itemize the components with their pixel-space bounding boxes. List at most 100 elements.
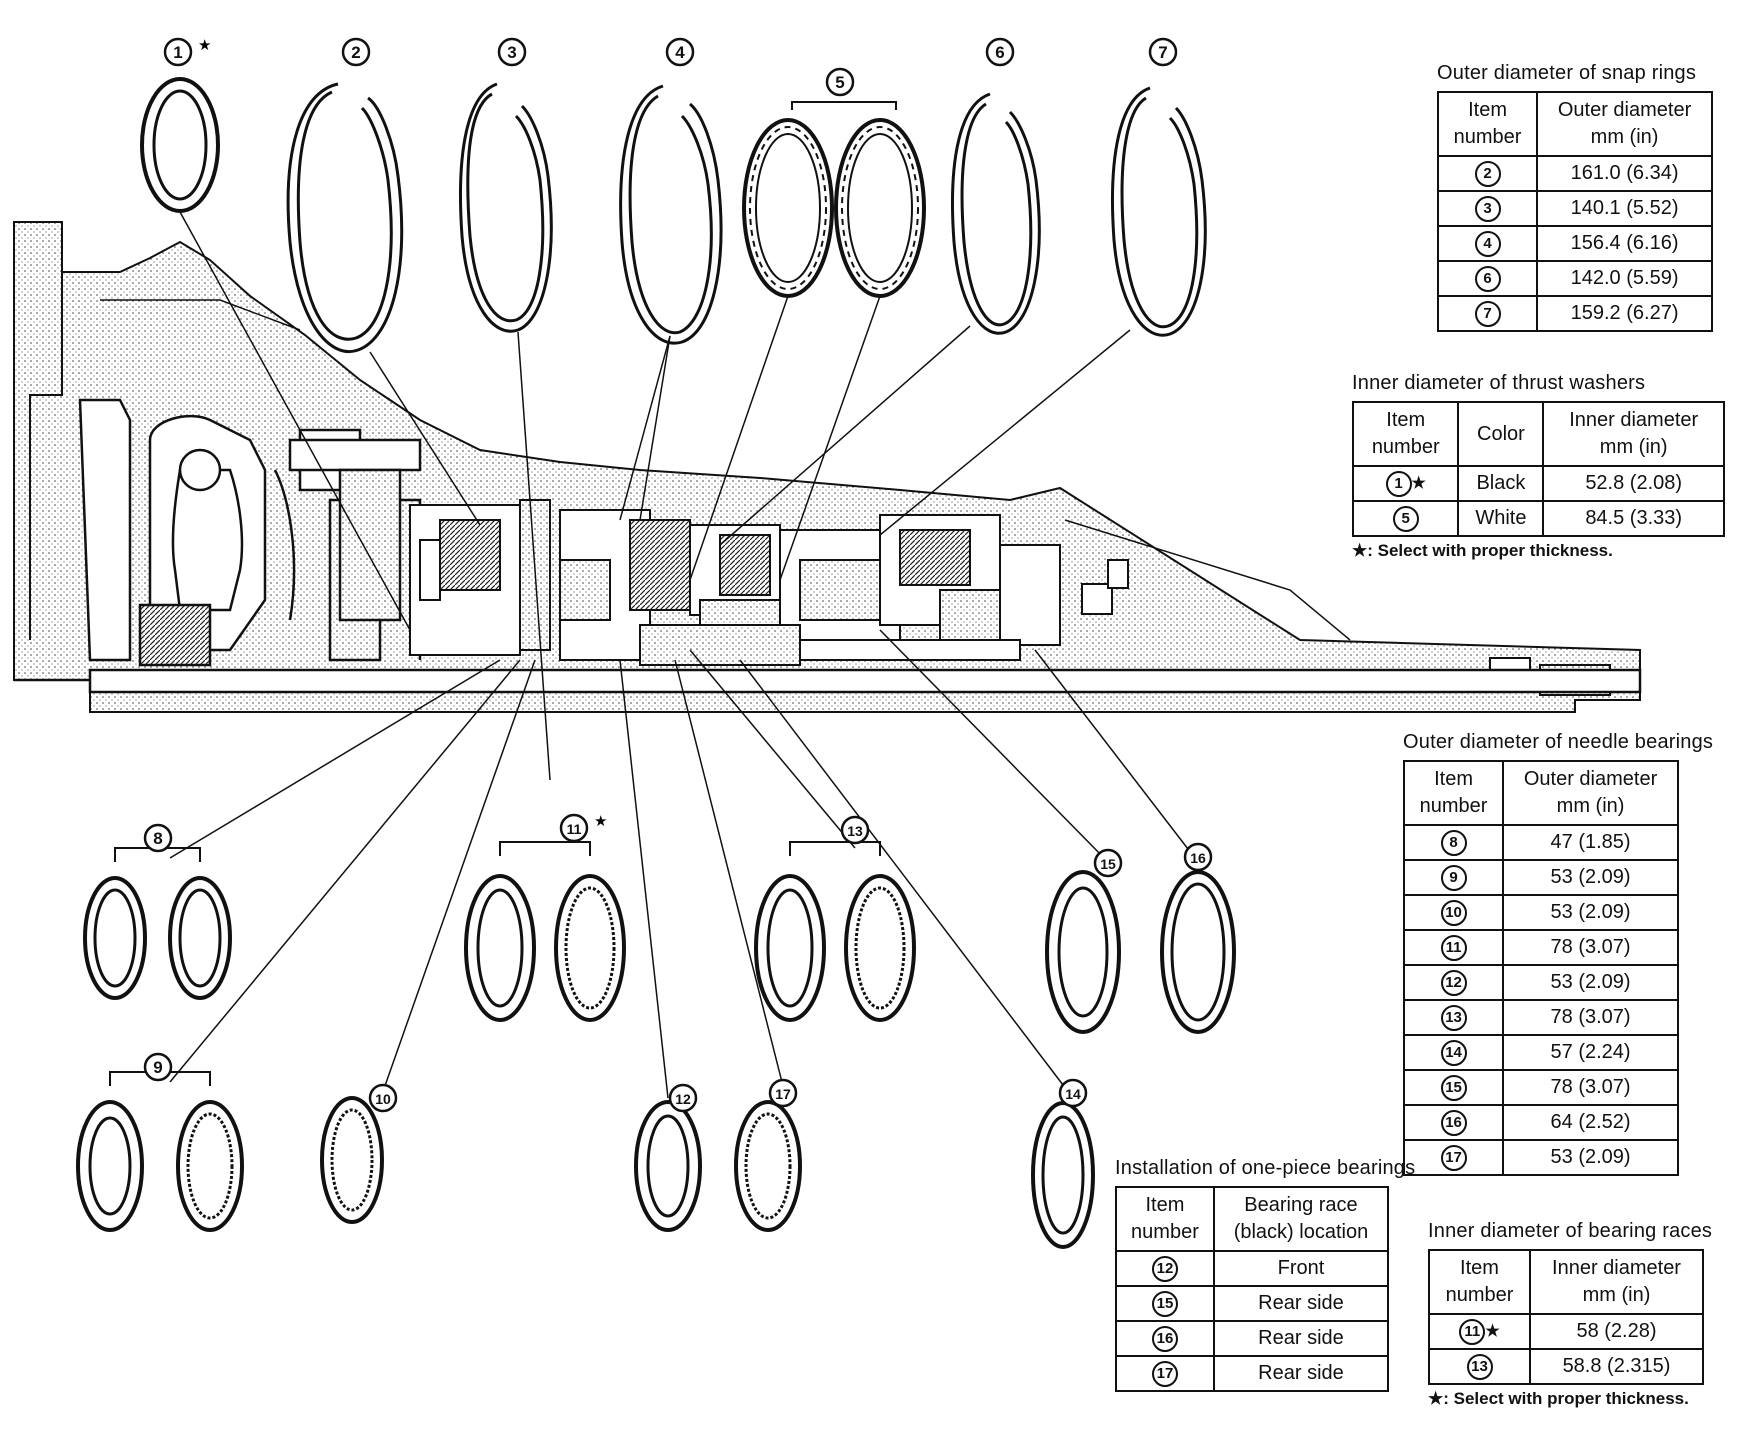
value-cell: 53 (2.09) — [1502, 894, 1679, 931]
bearing-9-race — [76, 1100, 144, 1232]
item-cell: 16 — [1115, 1320, 1215, 1357]
callout-2: 2 — [341, 37, 371, 67]
table-row: 11★58 (2.28) — [1428, 1313, 1704, 1350]
callout-star: ★ — [198, 36, 211, 54]
item-cell: 17 — [1115, 1355, 1215, 1392]
callout-circle — [668, 1083, 698, 1113]
callout-4: 4 — [665, 37, 695, 67]
item-cell: 3 — [1436, 190, 1539, 227]
leader-lines — [169, 211, 1199, 1101]
callout-circle — [665, 37, 695, 67]
column-header: Bearing race(black) location — [1212, 1186, 1390, 1252]
item-number-3: 3 — [1474, 195, 1501, 222]
clutch-packs — [409, 499, 1061, 666]
callout-number: 6 — [995, 43, 1004, 62]
bearing-8 — [168, 876, 232, 1000]
callout-number: 11 — [567, 821, 582, 837]
callout-6: 6 — [985, 37, 1015, 67]
bearing-9 — [176, 1100, 244, 1232]
item-number-13: 13 — [1466, 1353, 1493, 1380]
item-cell: 6 — [1436, 260, 1539, 297]
value-cell: 47 (1.85) — [1502, 824, 1679, 861]
bearing-16 — [1160, 870, 1236, 1034]
callout-number: 15 — [1100, 856, 1116, 872]
thrust-washer-5-b — [834, 118, 926, 298]
select-thickness-star: ★ — [1485, 1323, 1500, 1340]
item-number-7: 7 — [1474, 300, 1501, 327]
value-cell: 53 (2.09) — [1502, 859, 1679, 896]
callout-12: 12 — [668, 1083, 698, 1113]
item-number-2: 2 — [1474, 160, 1501, 187]
item-cell: 12 — [1402, 964, 1505, 1001]
bearing-12 — [634, 1100, 702, 1232]
item-cell: 10 — [1402, 894, 1505, 931]
bearing-17 — [734, 1100, 802, 1232]
callout-11: 11★ — [559, 812, 607, 843]
callout-circle — [985, 37, 1015, 67]
item-number-16: 16 — [1151, 1325, 1178, 1352]
thrust-washer-table-title: Inner diameter of thrust washers — [1352, 372, 1646, 394]
callout-circle — [497, 37, 527, 67]
bearing-15 — [1045, 870, 1121, 1034]
table-row: 7 159.2 (6.27) — [1436, 295, 1713, 332]
bracket-11 — [499, 841, 591, 856]
value-cell: 156.4 (6.16) — [1536, 225, 1713, 262]
value-cell: Rear side — [1212, 1285, 1390, 1322]
value-cell: Rear side — [1212, 1320, 1390, 1357]
bearing-13-race — [754, 874, 826, 1022]
table-row: 9 53 (2.09) — [1402, 859, 1679, 896]
value-cell: 52.8 (2.08) — [1542, 465, 1725, 502]
snap-ring-2 — [286, 82, 404, 353]
snap-ring-7 — [1111, 86, 1207, 337]
callout-number: 4 — [675, 43, 685, 62]
value-cell: 78 (3.07) — [1502, 999, 1679, 1036]
item-number-9: 9 — [1440, 864, 1467, 891]
value-cell: 78 (3.07) — [1502, 929, 1679, 966]
item-cell: 13 — [1402, 999, 1505, 1036]
value-cell: 159.2 (6.27) — [1536, 295, 1713, 332]
item-number-12: 12 — [1151, 1255, 1178, 1282]
bearing-race-table-title: Inner diameter of bearing races — [1428, 1220, 1713, 1242]
value-cell: Rear side — [1212, 1355, 1390, 1392]
one-piece-bearing-table-title: Installation of one-piece bearings — [1115, 1157, 1416, 1179]
bracket-13 — [789, 841, 881, 856]
callout-16: 16 — [1183, 842, 1213, 872]
value-cell: 57 (2.24) — [1502, 1034, 1679, 1071]
value-cell: 58.8 (2.315) — [1529, 1348, 1704, 1385]
color-cell: Black — [1457, 465, 1545, 502]
value-cell: 84.5 (3.33) — [1542, 500, 1725, 537]
value-cell: 142.0 (5.59) — [1536, 260, 1713, 297]
item-cell: 14 — [1402, 1034, 1505, 1071]
callout-17: 17 — [768, 1078, 798, 1108]
table-row: 13 58.8 (2.315) — [1428, 1348, 1704, 1385]
callout-circle — [163, 37, 193, 67]
callout-number: 16 — [1190, 850, 1206, 866]
snap-ring-table-title: Outer diameter of snap rings — [1437, 62, 1697, 84]
callout-circle — [768, 1078, 798, 1108]
snap-ring-3 — [459, 82, 553, 333]
item-cell: 15 — [1402, 1069, 1505, 1106]
callout-10: 10 — [368, 1083, 398, 1113]
item-number-8: 8 — [1440, 829, 1467, 856]
callout-number: 9 — [153, 1058, 162, 1077]
item-number-13: 13 — [1440, 1004, 1467, 1031]
select-thickness-star: ★ — [1411, 475, 1426, 492]
callout-circle — [1093, 848, 1123, 878]
callout-number: 1 — [173, 43, 182, 62]
item-cell: 17 — [1402, 1139, 1505, 1176]
item-cell: 11 — [1402, 929, 1505, 966]
